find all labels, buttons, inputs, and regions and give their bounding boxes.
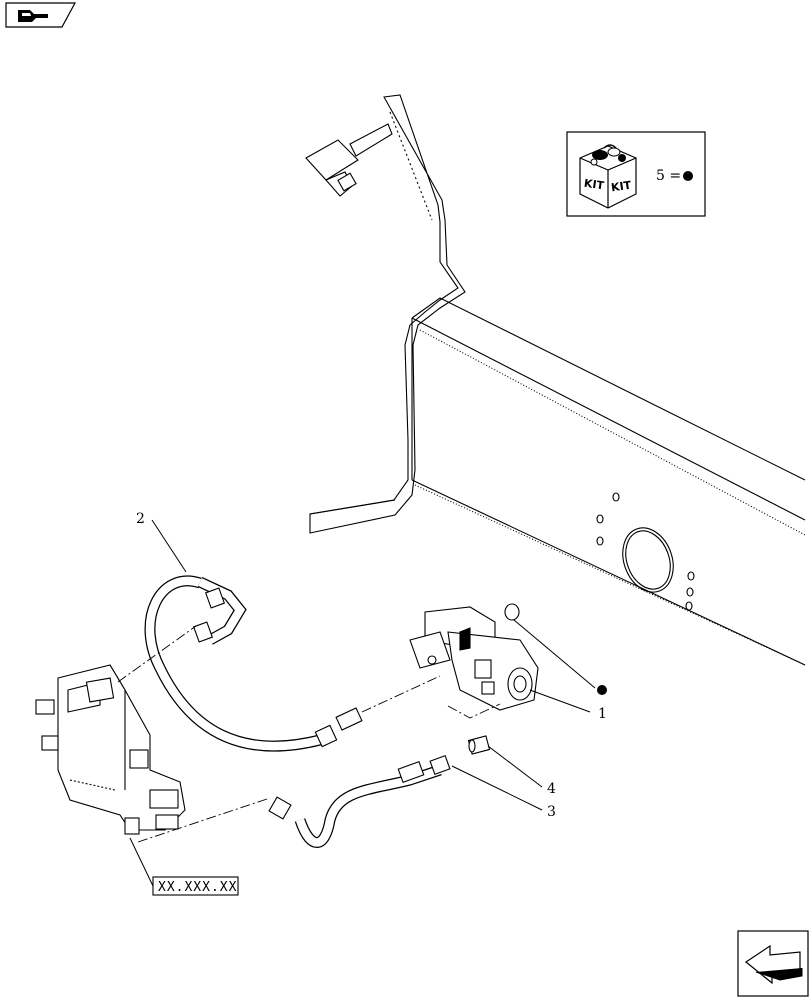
book-pointer-icon[interactable] <box>5 2 77 28</box>
reference-text: XX.XXX.XX <box>158 880 237 895</box>
kit-word-left: KIT <box>583 177 605 193</box>
tractor-frame <box>411 297 806 666</box>
kit-dot-icon <box>683 171 693 181</box>
kit-legend-box: KIT KIT 5 = <box>566 131 706 217</box>
next-page-arrow-icon[interactable] <box>737 930 809 997</box>
control-valve-block <box>35 664 186 835</box>
callout-1[interactable]: 1 <box>598 706 607 722</box>
mounting-bracket <box>309 94 466 534</box>
kit-marker-dot <box>597 685 607 695</box>
kit-legend-text: 5 = <box>656 168 681 184</box>
hose-2 <box>144 575 363 752</box>
o-ring-5 <box>504 603 520 621</box>
leader-lines <box>129 519 596 887</box>
reference-box[interactable]: XX.XXX.XX <box>152 876 239 896</box>
upper-elbow-fitting <box>305 123 393 197</box>
hose-3 <box>268 754 451 848</box>
callout-4[interactable]: 4 <box>547 781 556 797</box>
callout-2[interactable]: 2 <box>136 511 145 527</box>
kit-box-icon: KIT KIT <box>579 144 637 209</box>
callout-3[interactable]: 3 <box>547 804 556 820</box>
centerlines <box>117 625 501 843</box>
hydraulic-pump-1 <box>409 606 539 711</box>
fitting-4 <box>467 735 491 755</box>
kit-word-right: KIT <box>610 179 632 195</box>
